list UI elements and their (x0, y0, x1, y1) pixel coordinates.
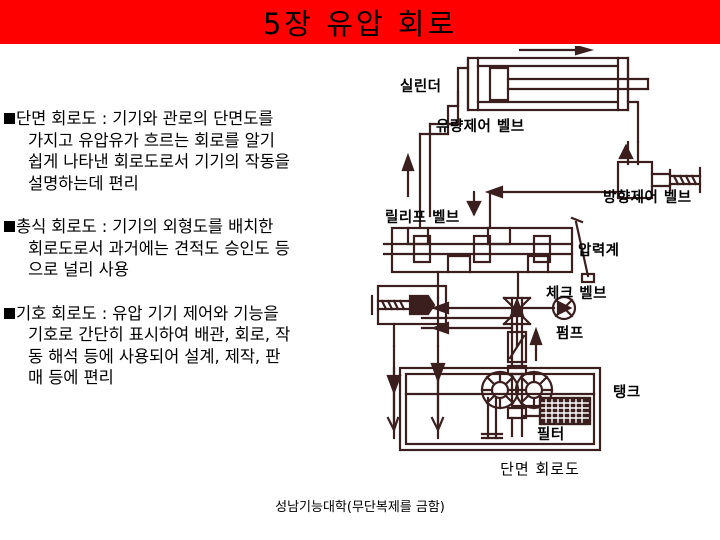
footer-text: 성남기능대학(무단복제를 금함) (275, 500, 445, 515)
bullet-text: 총식 회로도 : 기기의 외형도를 배치한 회로도로서 과거에는 견적도 승인도… (16, 216, 366, 281)
page-title: 5장 유압 회로 (262, 7, 458, 41)
square-bullet-icon (4, 307, 15, 319)
bullet-text: 단면 회로도 : 기기와 관로의 단면도를 가지고 유압유가 흐르는 회로를 알… (16, 108, 366, 194)
list-item: 기호 회로도 : 유압 기기 제어와 기능을 기호로 간단히 표시하여 배관, … (4, 303, 366, 389)
hydraulic-circuit-diagram (370, 46, 720, 466)
bullet-line: 매 등에 편리 (28, 368, 114, 387)
flow-control-valve-symbol (466, 160, 702, 230)
bullet-text: 기호 회로도 : 유압 기기 제어와 기능을 기호로 간단히 표시하여 배관, … (16, 303, 366, 389)
check-valve-symbol (506, 326, 543, 364)
label-tank: 탱크 (613, 385, 641, 401)
bullet-line: 기호 회로도 : 유압 기기 제어와 기능을 (16, 303, 279, 323)
bullet-line: 단면 회로도 : 기기와 관로의 단면도를 (16, 109, 274, 128)
bullet-line: 설명하는데 편리 (28, 173, 139, 193)
label-cylinder: 실린더 (400, 79, 442, 95)
bullet-line: 쉽게 나타낸 회로도로서 기기의 작동을 (28, 152, 290, 171)
list-item: 단면 회로도 : 기기와 관로의 단면도를 가지고 유압유가 흐르는 회로를 알… (4, 108, 366, 194)
square-bullet-icon (4, 221, 15, 232)
pump-symbol (480, 364, 554, 438)
square-bullet-icon (4, 113, 15, 124)
manifold-piping (420, 296, 556, 368)
bullet-line: 가지고 유압유가 흐르는 회로를 알기 (28, 130, 275, 150)
label-pump: 펌프 (556, 326, 584, 342)
bullet-line: 회로도로서 과거에는 견적도 승인도 등 (28, 238, 290, 258)
label-relief-valve: 릴리프 벨브 (385, 210, 460, 226)
bullet-line: 으로 널리 사용 (28, 260, 129, 279)
bullet-line: 기호로 간단히 표시하여 배관, 회로, 작 (28, 325, 291, 344)
bullet-line: 총식 회로도 : 기기의 외형도를 배치한 (16, 217, 274, 236)
pressure-gauge-symbol (551, 295, 577, 321)
cylinder-piping (401, 90, 640, 228)
directional-control-valve-symbol (382, 216, 596, 300)
tank-symbol (386, 366, 602, 452)
title-banner: 5장 유압 회로 (0, 0, 720, 44)
label-flow-control-valve: 유량제어 벨브 (436, 119, 525, 135)
diagram-caption: 단면 회로도 (500, 460, 580, 478)
label-filter: 필터 (537, 427, 565, 443)
bullet-list: 단면 회로도 : 기기와 관로의 단면도를 가지고 유압유가 흐르는 회로를 알… (4, 108, 366, 411)
label-check-valve: 체크 벨브 (546, 286, 607, 302)
list-item: 총식 회로도 : 기기의 외형도를 배치한 회로도로서 과거에는 견적도 승인도… (4, 216, 366, 281)
bullet-line: 동 해석 등에 사용되어 설계, 제작, 판 (28, 346, 281, 366)
filter-symbol (538, 396, 592, 426)
label-pressure-gauge: 압력계 (578, 243, 620, 259)
label-direction-valve: 방향제어 벨브 (603, 190, 692, 206)
